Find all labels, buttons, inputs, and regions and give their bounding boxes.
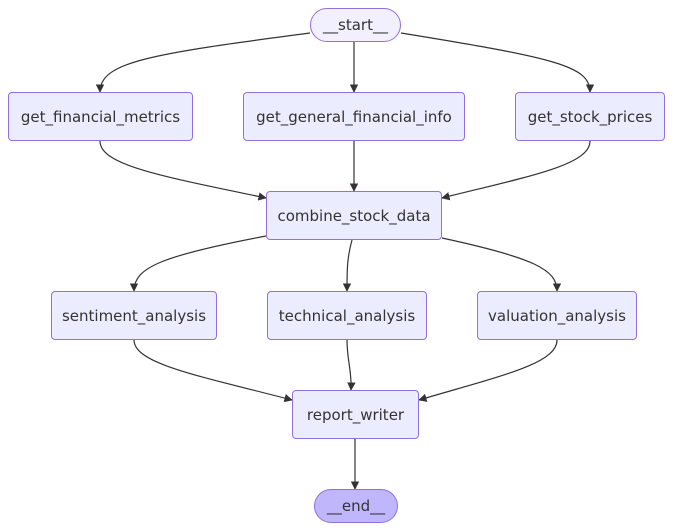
sentiment-analysis-label: sentiment_analysis xyxy=(61,306,207,325)
sentiment-analysis-node[interactable]: sentiment_analysis xyxy=(51,291,217,340)
edge-get-stock-prices-to-combine-stock-data xyxy=(441,140,591,201)
edge-valuation-analysis-to-report-writer xyxy=(418,339,558,402)
report-writer-label: report_writer xyxy=(306,405,405,424)
edge-sentiment-analysis-to-report-writer xyxy=(133,339,293,403)
valuation-analysis-label: valuation_analysis xyxy=(488,306,626,325)
get-financial-metrics-label: get_financial_metrics xyxy=(20,107,181,126)
technical-analysis-label: technical_analysis xyxy=(278,306,416,325)
get-stock-prices-label: get_stock_prices xyxy=(527,107,653,126)
edge-technical-analysis-to-report-writer xyxy=(346,339,356,391)
valuation-analysis-node[interactable]: valuation_analysis xyxy=(477,291,637,340)
combine-stock-data-label: combine_stock_data xyxy=(277,206,431,225)
edge-start-to-get-financial-metrics xyxy=(95,32,311,93)
get-general-financial-info-label: get_general_financial_info xyxy=(256,107,452,126)
technical-analysis-node[interactable]: technical_analysis xyxy=(267,291,427,340)
edge-combine-stock-data-to-valuation-analysis xyxy=(441,237,562,292)
end-node[interactable]: __end__ xyxy=(314,489,398,523)
edge-start-to-get-stock-prices xyxy=(400,32,595,93)
edge-combine-stock-data-to-sentiment-analysis xyxy=(129,235,267,292)
report-writer-node[interactable]: report_writer xyxy=(292,390,419,439)
combine-stock-data-node[interactable]: combine_stock_data xyxy=(266,191,442,240)
edge-get-financial-metrics-to-combine-stock-data xyxy=(99,140,267,201)
get-financial-metrics-node[interactable]: get_financial_metrics xyxy=(8,92,193,141)
edge-combine-stock-data-to-technical-analysis xyxy=(342,239,353,292)
get-stock-prices-node[interactable]: get_stock_prices xyxy=(515,92,665,141)
start-node[interactable]: __start__ xyxy=(310,8,401,42)
end-label: __end__ xyxy=(326,497,386,515)
start-label: __start__ xyxy=(323,16,388,34)
get-general-financial-info-node[interactable]: get_general_financial_info xyxy=(243,92,465,141)
